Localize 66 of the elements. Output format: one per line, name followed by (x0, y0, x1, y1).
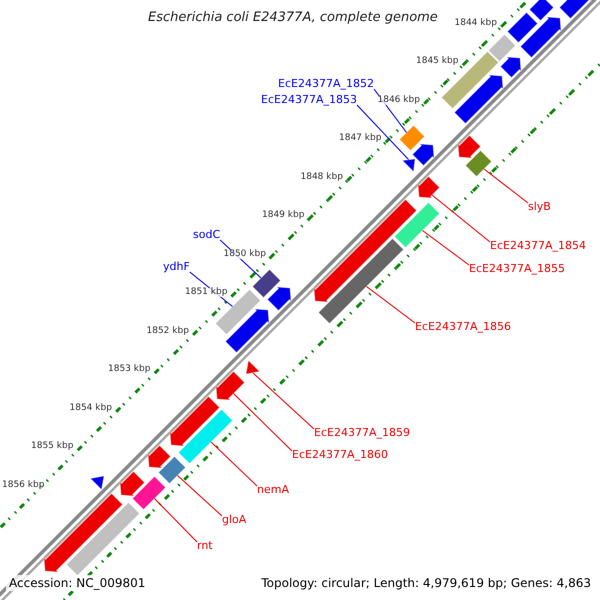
gene-feature (558, 0, 592, 20)
gene-label: EcE24377A_1853 (261, 94, 357, 105)
scale-label: 1847 kbp (339, 134, 382, 143)
leader-line (252, 372, 314, 430)
scale-label: 1852 kbp (146, 326, 189, 336)
gene-feature (215, 370, 246, 401)
gene-block (66, 502, 140, 576)
gene-label: gloA (222, 514, 246, 525)
gene-block (318, 238, 404, 324)
gene-label: rnt (197, 540, 213, 551)
gene-marker (245, 359, 261, 375)
gene-feature (313, 198, 418, 303)
gene-block (398, 124, 426, 152)
gene-feature (224, 308, 270, 354)
gene-label: EcE24377A_1856 (415, 321, 511, 332)
leader-line (233, 393, 292, 452)
gene-feature (457, 134, 482, 159)
gene-label: slyB (528, 201, 551, 212)
scale-label: 1856 kbp (2, 480, 44, 490)
leader-line (422, 230, 470, 266)
scale-label: 1849 kbp (262, 211, 304, 220)
gene-block (464, 150, 492, 178)
scale-label: 1845 kbp (416, 57, 458, 66)
gene-feature (147, 444, 172, 469)
scale-label: 1848 kbp (300, 172, 343, 182)
leader-line (432, 194, 490, 242)
gene-block (178, 408, 234, 464)
gene-label: ydhF (163, 261, 190, 272)
scale-label: 1846 kbp (378, 96, 420, 104)
gene-feature (454, 74, 504, 124)
gene-block (158, 456, 186, 484)
gene-label: nemA (257, 484, 289, 495)
gene-feature (266, 286, 292, 312)
scale-label: 1855 kbp (31, 442, 74, 451)
gene-feature (119, 470, 146, 497)
gene-label: EcE24377A_1860 (292, 449, 388, 460)
leader-line (484, 168, 528, 204)
gene-label: EcE24377A_1855 (469, 263, 565, 274)
gene-label: EcE24377A_1854 (490, 240, 586, 251)
title: Escherichia coli E24377A, complete genome (148, 11, 438, 24)
gene-block (488, 34, 516, 62)
scale-label: 1850 kbp (224, 250, 266, 258)
leader-line (177, 475, 222, 516)
scale-label: 1844 kbp (454, 18, 497, 28)
gene-label: EcE24377A_1852 (278, 78, 374, 89)
leader-line (356, 104, 409, 160)
gene-feature (412, 143, 435, 166)
gene-label: sodC (193, 229, 220, 240)
scale-label: 1854 kbp (70, 404, 112, 412)
gene-label: EcE24377A_1859 (314, 427, 410, 438)
scale-label: 1851 kbp (185, 288, 228, 297)
gene-block (394, 202, 440, 248)
leader-line (210, 442, 258, 486)
gene-block (132, 476, 166, 510)
gene-block (506, 12, 538, 44)
gene-block (440, 50, 500, 110)
leader-line (366, 286, 416, 324)
gene-feature (43, 492, 124, 573)
gene-feature (500, 56, 522, 78)
gene-feature (417, 176, 440, 199)
scale-label: 1853 kbp (108, 365, 150, 374)
gene-marker (401, 158, 416, 173)
gene-block (252, 268, 282, 298)
gene-block (528, 0, 554, 22)
gene-feature (169, 396, 220, 447)
leader-line (154, 498, 198, 542)
